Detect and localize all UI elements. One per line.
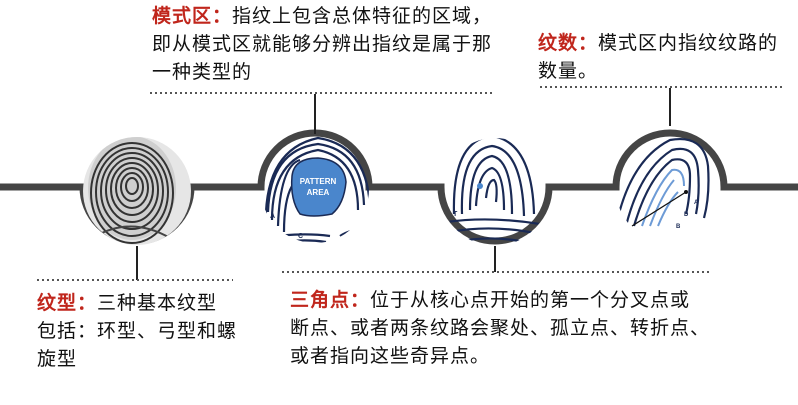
ridge-count-block: 纹数：模式区内指纹纹路的数量。: [538, 29, 783, 85]
delta-term: 三角点: [290, 289, 350, 311]
pattern-area-label-1: PATTERN: [300, 177, 337, 186]
delta-sep: ：: [350, 289, 370, 311]
count-letter-a: A: [624, 232, 629, 238]
pattern-type-block: 纹型：三种基本纹型包括：环型、弓型和螺旋型: [37, 289, 237, 373]
pattern-type-sep: ：: [77, 292, 97, 314]
pattern-letter-c: C: [298, 233, 303, 240]
pattern-area-sep: ：: [212, 5, 232, 27]
pattern-letter-b: B: [280, 233, 285, 240]
count-letter-a2: A: [694, 200, 699, 206]
pattern-type-term: 纹型: [37, 292, 77, 314]
delta-core-dot: [477, 183, 483, 189]
ridge-count-sep: ：: [578, 32, 598, 54]
pattern-area-block: 模式区：指纹上包含总体特征的区域，即从模式区就能够分辨出指纹是属于那一种类型的: [152, 2, 497, 86]
count-letter-b: B: [676, 224, 681, 230]
pattern-letter-a: A: [270, 213, 275, 220]
ridge-count-term: 纹数: [538, 32, 578, 54]
pattern-area-label-2: AREA: [307, 188, 330, 197]
delta-block: 三角点：位于从核心点开始的第一个分叉点或断点、或者两条纹路会聚处、孤立点、转折点…: [290, 286, 710, 370]
pattern-area-term: 模式区: [152, 5, 212, 27]
delta-letter: T: [453, 211, 458, 218]
pattern-area-region: [292, 158, 346, 216]
count-letter-d: D: [684, 212, 689, 218]
fingerprint-photo: [83, 136, 191, 245]
ridge-count-point: [684, 190, 688, 194]
